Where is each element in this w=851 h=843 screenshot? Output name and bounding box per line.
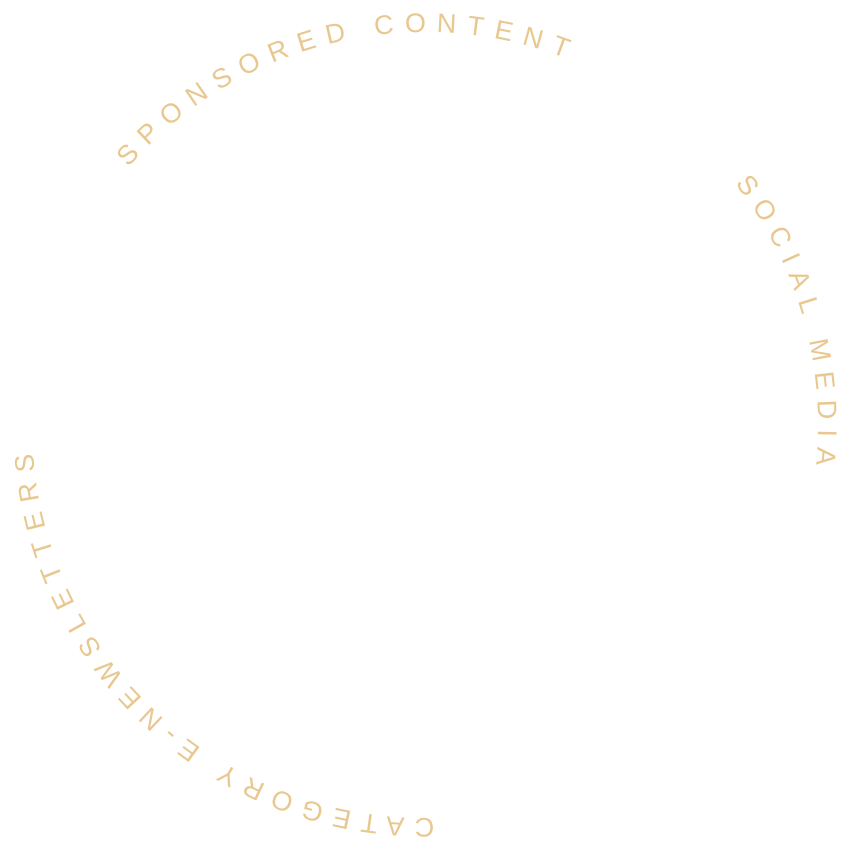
label-sponsored-content: SPONSORED CONTENT xyxy=(110,8,573,171)
label-social-media: SOCIAL MEDIA xyxy=(730,169,842,467)
label-category-e-newsletters: CATEGORY E-NEWSLETTERS xyxy=(9,453,434,842)
